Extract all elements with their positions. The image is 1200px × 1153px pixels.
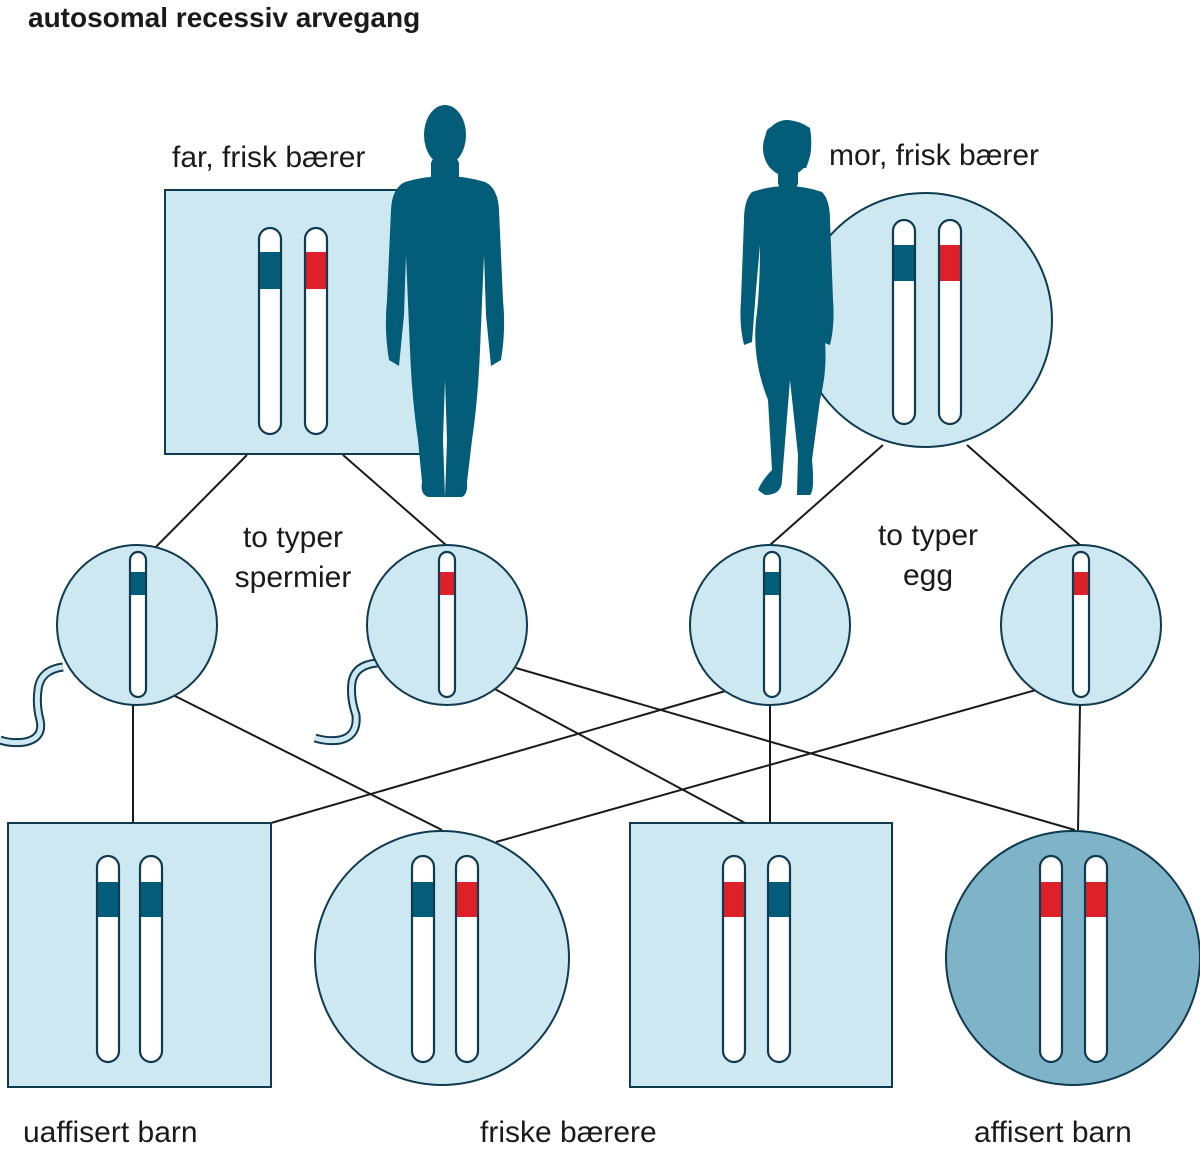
line-egg2-to-child4	[1077, 704, 1081, 831]
carriers-label: friske bærere	[480, 1116, 657, 1149]
line-father-to-sperm-2	[342, 454, 447, 546]
child-cell-affected	[945, 830, 1200, 1086]
father-label: far, frisk bærer	[172, 141, 366, 174]
father-chromosome-1	[257, 226, 283, 436]
allele-band-normal	[893, 245, 915, 281]
child-1-chromosome-1	[95, 854, 121, 1064]
sperm-label-line1: to typer	[242, 521, 344, 554]
allele-band-recessive	[1073, 572, 1089, 595]
child-3-chromosome-2	[766, 854, 792, 1064]
eggs-chromosome-1	[762, 550, 782, 699]
page-title: autosomal recessiv arvegang	[28, 2, 421, 33]
mother-chromosome-2	[937, 218, 963, 426]
line-egg1-to-child1	[270, 689, 730, 824]
child-4-chromosome-2	[1083, 854, 1109, 1064]
sperm-tail-icon	[313, 658, 378, 746]
allele-band-normal	[130, 572, 146, 595]
allele-band-recessive	[1085, 882, 1107, 917]
child-2-chromosome-2	[454, 854, 480, 1064]
eggs-chromosome-2	[1071, 550, 1091, 699]
allele-band-recessive	[1040, 882, 1062, 917]
child-cell-carrier-male	[629, 822, 893, 1088]
allele-band-normal	[140, 882, 162, 917]
allele-band-normal	[97, 882, 119, 917]
sperm-tail-icon	[0, 662, 64, 748]
allele-band-recessive	[723, 882, 745, 917]
allele-band-normal	[412, 882, 434, 917]
child-cell-carrier-female	[314, 830, 570, 1086]
line-sperm2-to-child4	[515, 667, 1076, 831]
allele-band-recessive	[439, 572, 455, 595]
connector-lines	[132, 444, 1081, 843]
allele-band-recessive	[456, 882, 478, 917]
male-silhouette-icon	[385, 105, 505, 497]
affected-label: affisert barn	[974, 1116, 1132, 1149]
chromosomes	[95, 218, 1109, 1064]
father-chromosome-2	[303, 226, 329, 436]
father-cell	[164, 189, 424, 455]
children-cells	[7, 822, 1200, 1088]
allele-band-normal	[768, 882, 790, 917]
line-sperm2-to-child3	[490, 686, 746, 824]
mother-chromosome-1	[891, 218, 917, 426]
unaffected-label: uaffisert barn	[23, 1116, 198, 1149]
female-silhouette-icon	[740, 120, 834, 495]
allele-band-recessive	[305, 252, 327, 289]
egg-label: to typer egg	[848, 516, 1008, 596]
egg-label-line1: to typer	[877, 519, 979, 552]
allele-band-recessive	[939, 245, 961, 281]
allele-band-normal	[259, 252, 281, 289]
child-3-chromosome-1	[721, 854, 747, 1064]
line-mother-to-egg-1	[769, 444, 884, 546]
child-4-chromosome-1	[1038, 854, 1064, 1064]
mother-label: mor, frisk bærer	[829, 139, 1040, 172]
mother-cell	[797, 192, 1053, 448]
child-2-chromosome-1	[410, 854, 436, 1064]
child-1-chromosome-2	[138, 854, 164, 1064]
allele-band-normal	[764, 572, 780, 595]
line-mother-to-egg-2	[966, 444, 1081, 546]
line-sperm1-to-child2	[172, 694, 443, 831]
line-egg2-to-child2	[495, 687, 1044, 843]
sperm-chromosome-1	[128, 550, 148, 699]
egg-label-line2: egg	[902, 559, 954, 592]
sperm-chromosome-2	[437, 550, 457, 699]
sperm-label: to typer spermier	[213, 518, 373, 598]
sperm-label-line2: spermier	[234, 561, 352, 594]
